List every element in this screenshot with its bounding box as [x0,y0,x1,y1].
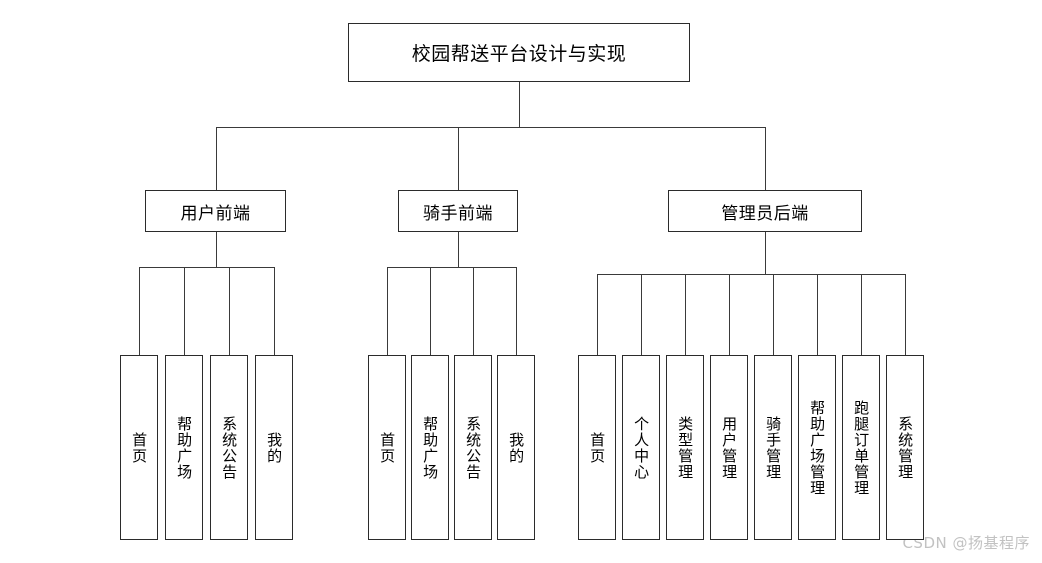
leaf-node-2-7: 系统管理 [886,355,924,540]
root-node: 校园帮送平台设计与实现 [348,23,690,82]
root-stem [519,82,520,127]
leaf-bus [139,267,274,268]
leaf-bus [597,274,905,275]
root-node-label: 校园帮送平台设计与实现 [411,43,627,65]
branch-drop [216,232,217,267]
leaf-drop [229,267,230,355]
leaf-drop [139,267,140,355]
leaf-node-0-2-label: 系统公告 [220,415,239,480]
branch-node-0-label: 用户前端 [180,203,251,224]
branch-node-1-label: 骑手前端 [423,203,493,224]
leaf-node-2-2: 类型管理 [666,355,704,540]
leaf-drop [597,274,598,355]
branch-stem [458,127,459,190]
root-bus [216,127,765,128]
leaf-node-2-6: 跑腿订单管理 [842,355,880,540]
leaf-drop [473,267,474,355]
branch-node-2: 管理员后端 [668,190,862,232]
leaf-node-2-4: 骑手管理 [754,355,792,540]
leaf-node-2-3: 用户管理 [710,355,748,540]
leaf-node-1-0: 首页 [368,355,406,540]
leaf-node-0-0: 首页 [120,355,158,540]
leaf-drop [430,267,431,355]
leaf-node-1-2: 系统公告 [454,355,492,540]
branch-stem [765,127,766,190]
leaf-node-2-0-label: 首页 [588,431,607,464]
leaf-node-2-1: 个人中心 [622,355,660,540]
leaf-drop [274,267,275,355]
branch-node-0: 用户前端 [145,190,286,232]
leaf-node-2-0: 首页 [578,355,616,540]
leaf-drop [817,274,818,355]
leaf-node-0-1-label: 帮助广场 [175,415,194,480]
leaf-drop [685,274,686,355]
leaf-node-1-1-label: 帮助广场 [421,415,440,480]
leaf-drop [773,274,774,355]
leaf-node-2-6-label: 跑腿订单管理 [852,399,871,496]
branch-drop [458,232,459,267]
leaf-node-2-2-label: 类型管理 [676,415,695,480]
leaf-drop [861,274,862,355]
leaf-node-2-7-label: 系统管理 [896,415,915,480]
leaf-node-2-5-label: 帮助广场管理 [808,399,827,496]
leaf-node-0-1: 帮助广场 [165,355,203,540]
leaf-drop [641,274,642,355]
branch-node-2-label: 管理员后端 [721,203,809,224]
leaf-bus [387,267,516,268]
leaf-node-0-0-label: 首页 [130,431,149,464]
leaf-node-2-3-label: 用户管理 [720,415,739,480]
leaf-drop [516,267,517,355]
branch-node-1: 骑手前端 [398,190,518,232]
leaf-drop [387,267,388,355]
leaf-node-2-1-label: 个人中心 [632,415,651,480]
leaf-drop [184,267,185,355]
leaf-node-0-3: 我的 [255,355,293,540]
leaf-node-2-5: 帮助广场管理 [798,355,836,540]
leaf-node-1-3: 我的 [497,355,535,540]
leaf-node-2-4-label: 骑手管理 [764,415,783,480]
leaf-node-0-3-label: 我的 [265,431,284,464]
leaf-node-1-0-label: 首页 [378,431,397,464]
leaf-drop [905,274,906,355]
leaf-node-1-1: 帮助广场 [411,355,449,540]
leaf-node-0-2: 系统公告 [210,355,248,540]
branch-drop [765,232,766,274]
leaf-node-1-2-label: 系统公告 [464,415,483,480]
leaf-drop [729,274,730,355]
leaf-node-1-3-label: 我的 [507,431,526,464]
branch-stem [216,127,217,190]
csdn-watermark: CSDN @扬基程序 [902,534,1030,552]
